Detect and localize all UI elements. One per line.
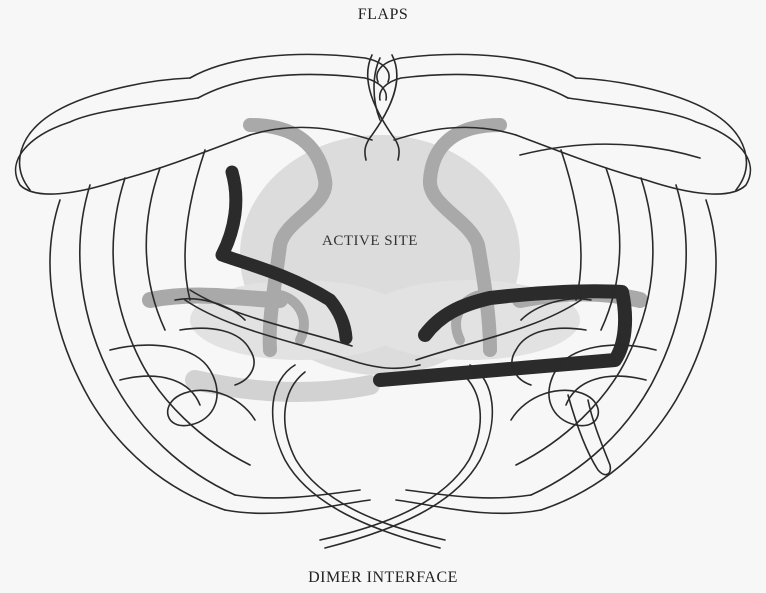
active-site-label: ACTIVE SITE — [300, 233, 440, 250]
dimer-interface-label: DIMER INTERFACE — [0, 569, 766, 587]
flaps-label: FLAPS — [0, 6, 766, 24]
